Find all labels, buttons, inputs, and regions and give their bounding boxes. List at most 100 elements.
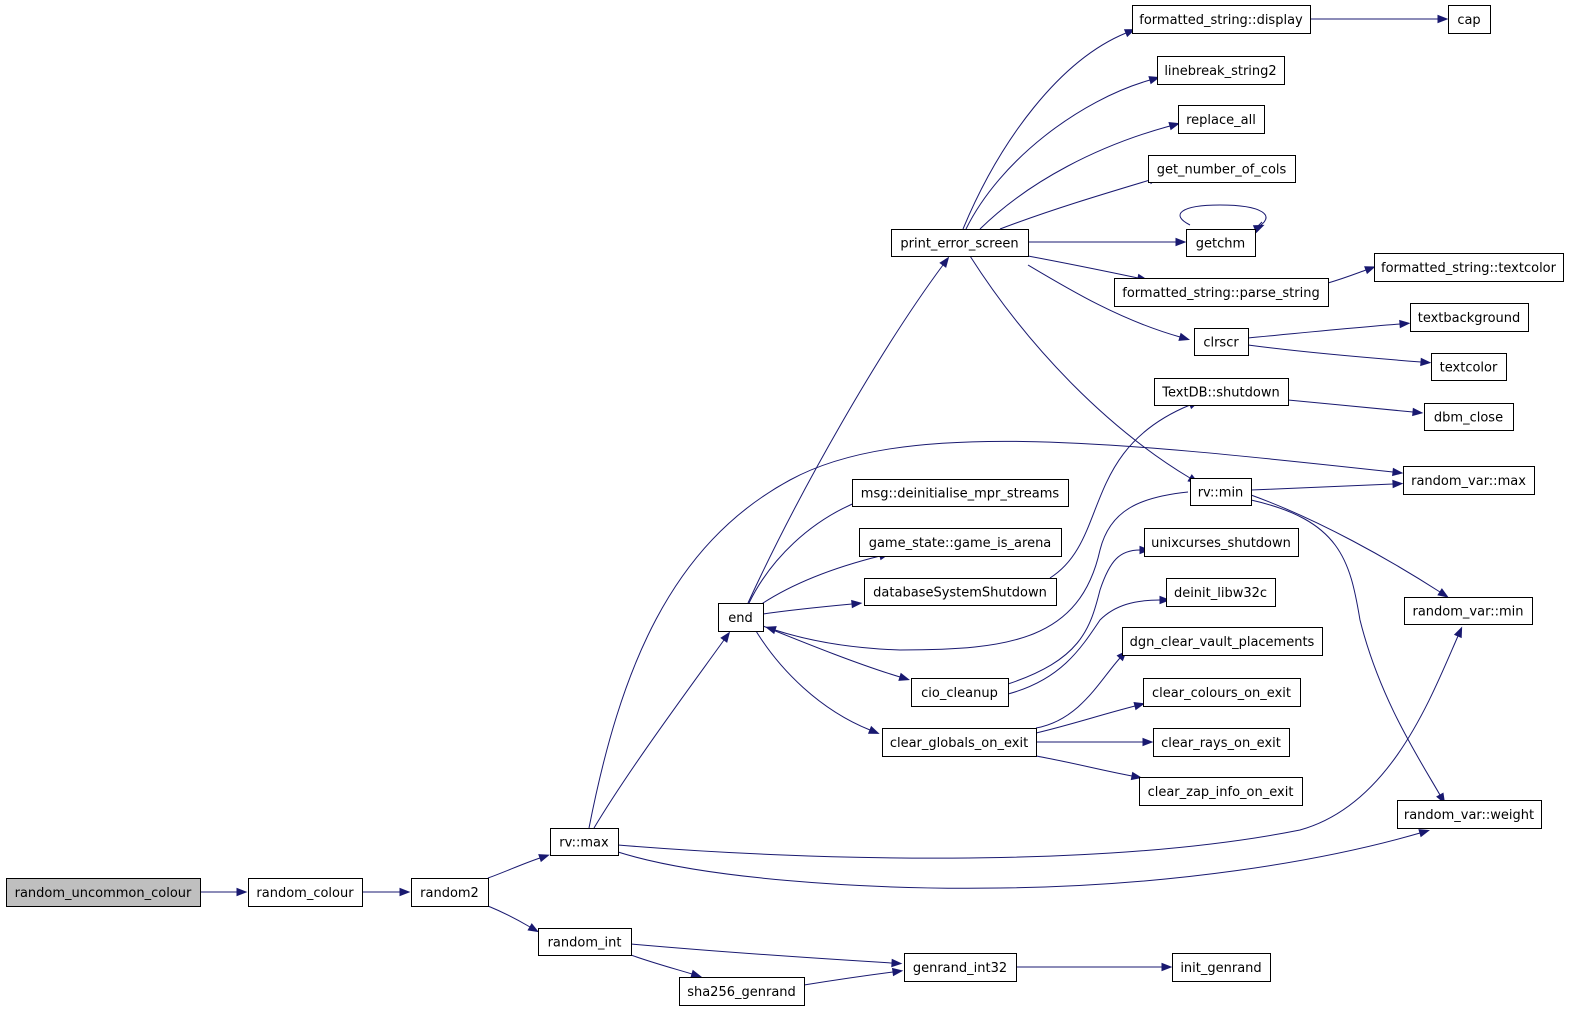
edge-print-error-screen-to-fs-parse-string bbox=[1027, 255, 1149, 283]
node-label: msg::deinitialise_mpr_streams bbox=[861, 487, 1060, 502]
edge-print-error-screen-to-fs-display bbox=[962, 29, 1136, 230]
node-box bbox=[1143, 678, 1301, 707]
node-dbm-close[interactable]: dbm_close bbox=[1424, 403, 1514, 431]
node-box bbox=[1172, 953, 1271, 982]
node-random2[interactable]: random2 bbox=[411, 878, 489, 907]
arrowhead bbox=[891, 967, 904, 977]
node-init-genrand[interactable]: init_genrand bbox=[1172, 953, 1271, 982]
node-label: textcolor bbox=[1440, 361, 1498, 376]
edge-random-int-to-genrand-int32 bbox=[630, 943, 903, 968]
node-linebreak-string2[interactable]: linebreak_string2 bbox=[1157, 56, 1285, 85]
node-clrscr[interactable]: clrscr bbox=[1194, 328, 1249, 356]
node-fs-parse-string[interactable]: formatted_string::parse_string bbox=[1114, 278, 1329, 307]
arrowhead bbox=[399, 887, 411, 897]
node-game-is-arena[interactable]: game_state::game_is_arena bbox=[859, 528, 1062, 557]
node-box bbox=[1132, 5, 1311, 34]
arrowhead bbox=[1178, 332, 1190, 341]
node-box bbox=[1374, 253, 1564, 282]
node-box bbox=[1410, 303, 1529, 332]
node-label: clrscr bbox=[1203, 336, 1239, 351]
node-clear-colours-on-exit[interactable]: clear_colours_on_exit bbox=[1143, 678, 1301, 707]
node-label: get_number_of_cols bbox=[1157, 163, 1287, 178]
edge-random-int-to-sha256-genrand bbox=[630, 954, 702, 978]
node-box bbox=[411, 878, 489, 907]
node-box bbox=[1194, 328, 1249, 356]
node-label: sha256_genrand bbox=[687, 985, 796, 1000]
node-random-colour[interactable]: random_colour bbox=[248, 878, 363, 907]
arrowhead bbox=[1175, 237, 1187, 247]
node-label: getchm bbox=[1196, 237, 1245, 252]
node-box bbox=[882, 728, 1037, 757]
node-msg-deinit[interactable]: msg::deinitialise_mpr_streams bbox=[852, 479, 1069, 507]
node-label: random_int bbox=[548, 936, 622, 951]
node-cap[interactable]: cap bbox=[1448, 5, 1491, 34]
node-random-uncommon-colour[interactable]: random_uncommon_colour bbox=[6, 878, 201, 907]
node-fs-display[interactable]: formatted_string::display bbox=[1132, 5, 1311, 34]
edge-random-colour-to-random2 bbox=[362, 887, 411, 897]
node-unixcurses-shutdown[interactable]: unixcurses_shutdown bbox=[1144, 528, 1299, 557]
node-label: linebreak_string2 bbox=[1164, 64, 1276, 79]
edge-cio-cleanup-to-deinit-libw32c bbox=[1007, 595, 1171, 695]
node-dgn-clear-vault-placements[interactable]: dgn_clear_vault_placements bbox=[1122, 627, 1323, 656]
edge-clear-globals-on-exit-to-dgn-clear-vault-placements bbox=[1035, 650, 1127, 729]
node-label: clear_globals_on_exit bbox=[890, 736, 1028, 751]
node-rv-max[interactable]: rv::max bbox=[550, 828, 619, 856]
node-end[interactable]: end bbox=[718, 603, 764, 632]
node-clear-globals-on-exit[interactable]: clear_globals_on_exit bbox=[882, 728, 1037, 757]
node-random-var-weight[interactable]: random_var::weight bbox=[1397, 800, 1542, 829]
arrowhead bbox=[236, 887, 248, 897]
node-rv-min[interactable]: rv::min bbox=[1190, 478, 1252, 506]
node-label: dgn_clear_vault_placements bbox=[1130, 635, 1315, 650]
edge-end-to-clear-globals-on-exit bbox=[755, 630, 880, 734]
node-label: print_error_screen bbox=[900, 237, 1018, 252]
node-get-number-of-cols[interactable]: get_number_of_cols bbox=[1148, 155, 1296, 183]
edge-cio-cleanup-to-unixcurses-shutdown bbox=[1007, 545, 1151, 685]
node-label: rv::max bbox=[559, 836, 609, 851]
node-print-error-screen[interactable]: print_error_screen bbox=[891, 229, 1029, 257]
node-random-int[interactable]: random_int bbox=[538, 928, 632, 956]
node-cio-cleanup[interactable]: cio_cleanup bbox=[911, 678, 1009, 707]
node-label: textbackground bbox=[1418, 311, 1521, 326]
node-textcolor[interactable]: textcolor bbox=[1431, 353, 1507, 381]
edge-clear-globals-on-exit-to-clear-zap-info-on-exit bbox=[1035, 755, 1143, 781]
edge-end-to-msg-deinit bbox=[748, 496, 872, 604]
node-replace-all[interactable]: replace_all bbox=[1178, 105, 1265, 134]
node-random-var-min[interactable]: random_var::min bbox=[1404, 597, 1533, 625]
node-box bbox=[1154, 378, 1289, 406]
node-sha256-genrand[interactable]: sha256_genrand bbox=[679, 977, 805, 1006]
edge-rv-max-to-random-var-weight bbox=[617, 829, 1430, 889]
node-box bbox=[1190, 478, 1252, 506]
node-label: random_var::weight bbox=[1404, 808, 1534, 823]
arrowhead bbox=[1418, 829, 1430, 838]
node-box bbox=[1186, 229, 1256, 257]
node-box bbox=[864, 578, 1057, 606]
edge-clrscr-to-textcolor bbox=[1247, 344, 1432, 367]
node-clear-rays-on-exit[interactable]: clear_rays_on_exit bbox=[1153, 728, 1290, 757]
node-getchm[interactable]: getchm bbox=[1186, 229, 1256, 257]
edge-print-error-screen-to-linebreak-string2 bbox=[965, 76, 1160, 230]
arrowhead bbox=[690, 969, 702, 978]
edge-end-to-db-shutdown bbox=[762, 599, 863, 615]
node-label: TextDB::shutdown bbox=[1161, 386, 1279, 401]
edge-rv-max-to-random-var-min bbox=[617, 626, 1463, 859]
node-random-var-max[interactable]: random_var::max bbox=[1403, 466, 1535, 495]
edge-clear-globals-on-exit-to-clear-rays-on-exit bbox=[1036, 737, 1154, 747]
node-deinit-libw32c[interactable]: deinit_libw32c bbox=[1166, 578, 1276, 607]
arrowhead bbox=[1412, 407, 1424, 417]
node-box bbox=[1148, 155, 1296, 183]
node-box bbox=[1144, 528, 1299, 557]
node-textdb-shutdown[interactable]: TextDB::shutdown bbox=[1154, 378, 1289, 406]
edge-rv-min-to-random-var-min bbox=[1250, 494, 1449, 598]
arrowhead bbox=[1123, 29, 1136, 38]
node-label: clear_rays_on_exit bbox=[1161, 736, 1281, 751]
node-clear-zap-info-on-exit[interactable]: clear_zap_info_on_exit bbox=[1139, 777, 1303, 806]
node-db-shutdown[interactable]: databaseSystemShutdown bbox=[864, 578, 1057, 606]
node-fs-textcolor[interactable]: formatted_string::textcolor bbox=[1374, 253, 1564, 282]
arrowhead bbox=[1161, 962, 1173, 972]
node-genrand-int32[interactable]: genrand_int32 bbox=[904, 953, 1017, 982]
node-box bbox=[1157, 56, 1285, 85]
node-box bbox=[891, 229, 1029, 257]
node-textbackground[interactable]: textbackground bbox=[1410, 303, 1529, 332]
arrowhead bbox=[1399, 319, 1411, 329]
